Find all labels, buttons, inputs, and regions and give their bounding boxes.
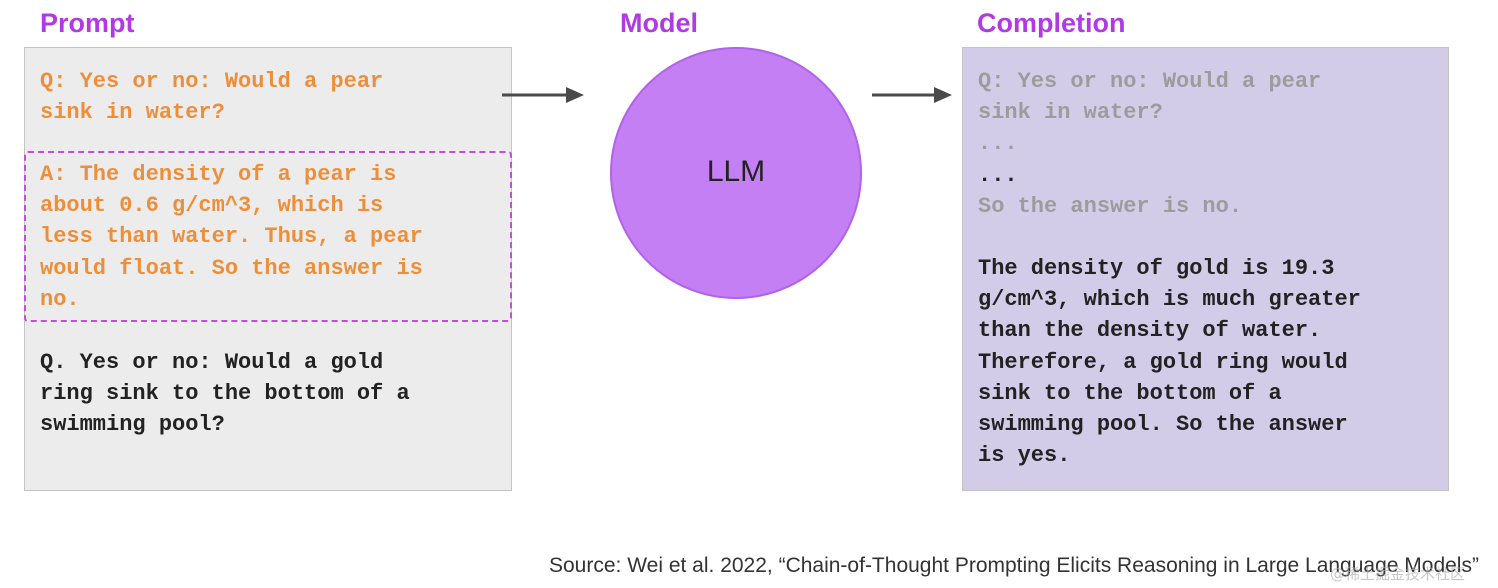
prompt-to-model-arrow [502,87,584,103]
completion-echo-answer: So the answer is no. [978,194,1243,219]
few-shot-example-box [24,151,512,322]
prompt-heading: Prompt [40,8,135,38]
completion-echo: Q: Yes or no: Would a pear sink in water… [978,69,1322,157]
completion-panel [962,47,1449,491]
llm-circle [610,47,862,299]
prompt-example-question: Q: Yes or no: Would a pear sink in water… [40,69,384,126]
watermark: @稀土掘金技术社区 [1330,565,1466,583]
completion-ellipsis: ... [978,163,1018,188]
prompt-example-answer: A: The density of a pear is about 0.6 g/… [40,162,423,312]
completion-output: The density of gold is 19.3 g/cm^3, whic… [978,256,1361,469]
llm-label: LLM [706,155,766,188]
source-citation: Source: Wei et al. 2022, “Chain-of-Thoug… [549,554,1479,577]
prompt-new-question: Q. Yes or no: Would a gold ring sink to … [40,350,410,438]
model-heading: Model [620,8,698,38]
model-to-completion-arrow [872,87,952,103]
completion-heading: Completion [977,8,1126,38]
prompt-panel [24,47,512,491]
